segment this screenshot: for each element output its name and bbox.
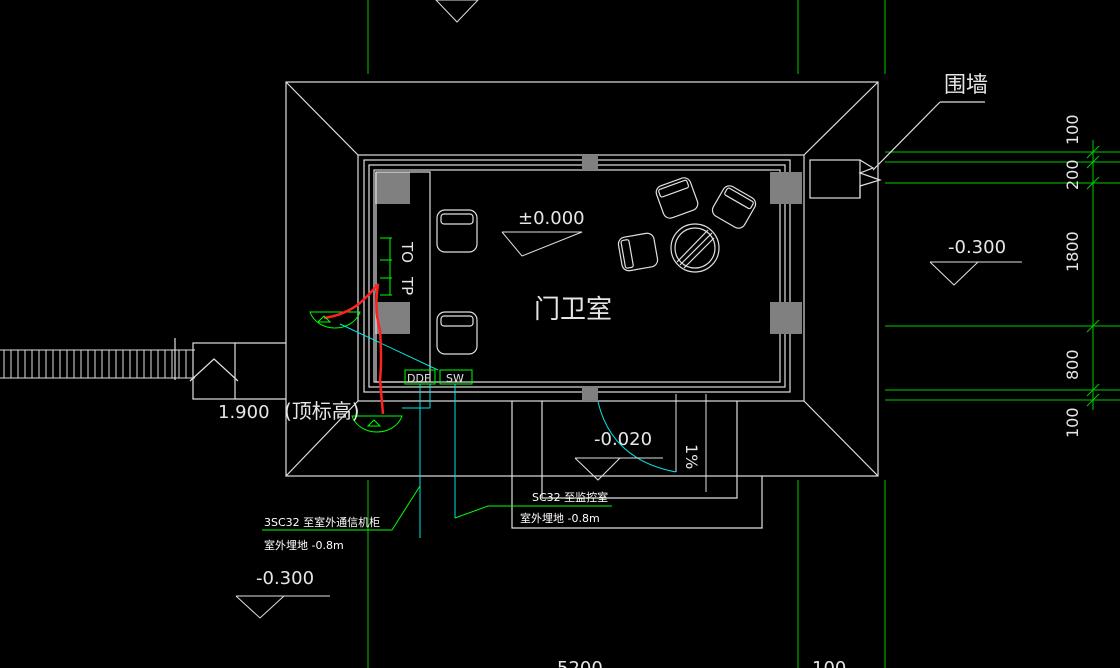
dim-200: 200 [1063,159,1082,190]
top-elevation-label: (顶标高) [284,399,360,423]
slope-label: 1% [682,444,701,469]
ddf-label: DDF [407,372,430,385]
green-wiring [262,237,612,531]
elevation-zero-label: ±0.000 [518,208,585,229]
cable2-spec: SC32 至监控室 [532,490,608,504]
dim-100-bottom: 100 [1063,407,1082,438]
axis-lines [367,0,1120,668]
furniture [375,171,757,383]
elevation-markers [235,231,1022,619]
cable2-depth: 室外埋地 -0.8m [520,511,600,525]
dim-5200-label: 5200 [557,658,603,668]
roof-outline [174,81,985,529]
columns [374,155,802,401]
elevation-020-label: -0.020 [594,429,652,450]
sw-label: SW [446,372,464,385]
elevation-bottom-left-label: -0.300 [256,568,314,589]
cable1-spec: 3SC32 至室外通信机柜 [264,515,380,529]
red-cable-route [323,283,385,415]
cable1-depth: 室外埋地 -0.8m [264,538,344,552]
top-marker-triangle [435,0,479,23]
tp-label: TP [398,276,416,295]
to-label: TO [398,241,416,263]
dim-1800: 1800 [1063,231,1082,272]
cyan-conduits [339,323,456,538]
dim-100-top: 100 [1063,114,1082,145]
walkway-hatch [0,349,195,379]
elevation-1900-label: 1.900 [218,402,270,423]
elevation-right-label: -0.300 [948,237,1006,258]
dim-800: 800 [1063,349,1082,380]
door-swing [597,401,677,473]
sw-box [439,369,473,385]
room-name-label: 门卫室 [534,295,612,325]
dim-100-br-label: 100 [812,658,846,668]
socket-glyphs [316,315,382,427]
wall-label: 围墙 [944,73,988,98]
